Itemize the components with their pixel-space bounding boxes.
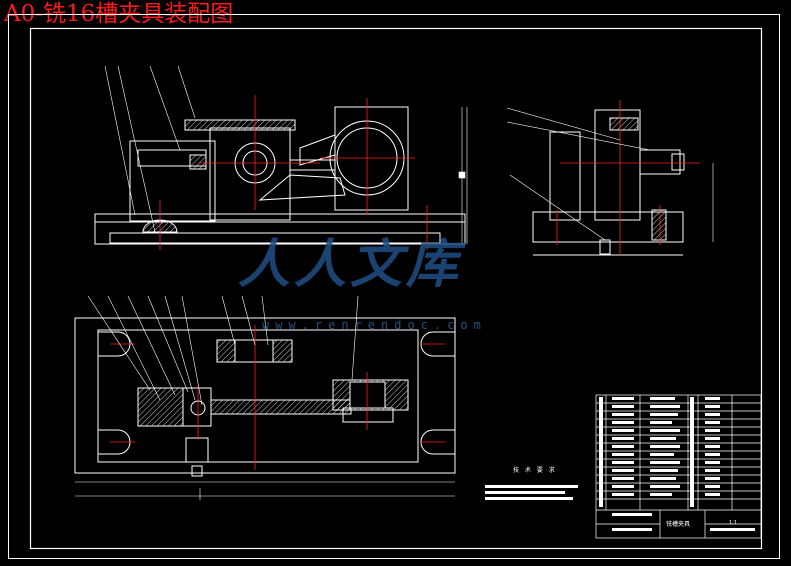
side-view (532, 109, 685, 256)
technical-requirements-lines (485, 485, 578, 500)
side-view-centerlines (556, 100, 700, 255)
front-view-centerlines (159, 95, 428, 250)
parts-list-entries (599, 397, 755, 531)
parts-list-table (595, 394, 762, 539)
watermark-url: www.renrendoc.com (262, 318, 487, 332)
top-view (74, 317, 456, 477)
technical-requirements-heading: 技 术 要 求 (513, 467, 557, 474)
top-view-centerlines (110, 325, 445, 470)
watermark-brand: 人人文库 (238, 234, 463, 295)
titleblock-scale: 1:1 (729, 520, 738, 526)
sheet-border (8, 14, 780, 559)
titleblock-name: 铣槽夹具 (666, 521, 691, 528)
top-view-dimensions (75, 295, 455, 500)
side-view-dimensions (506, 107, 714, 242)
front-view-dimensions (104, 65, 468, 244)
